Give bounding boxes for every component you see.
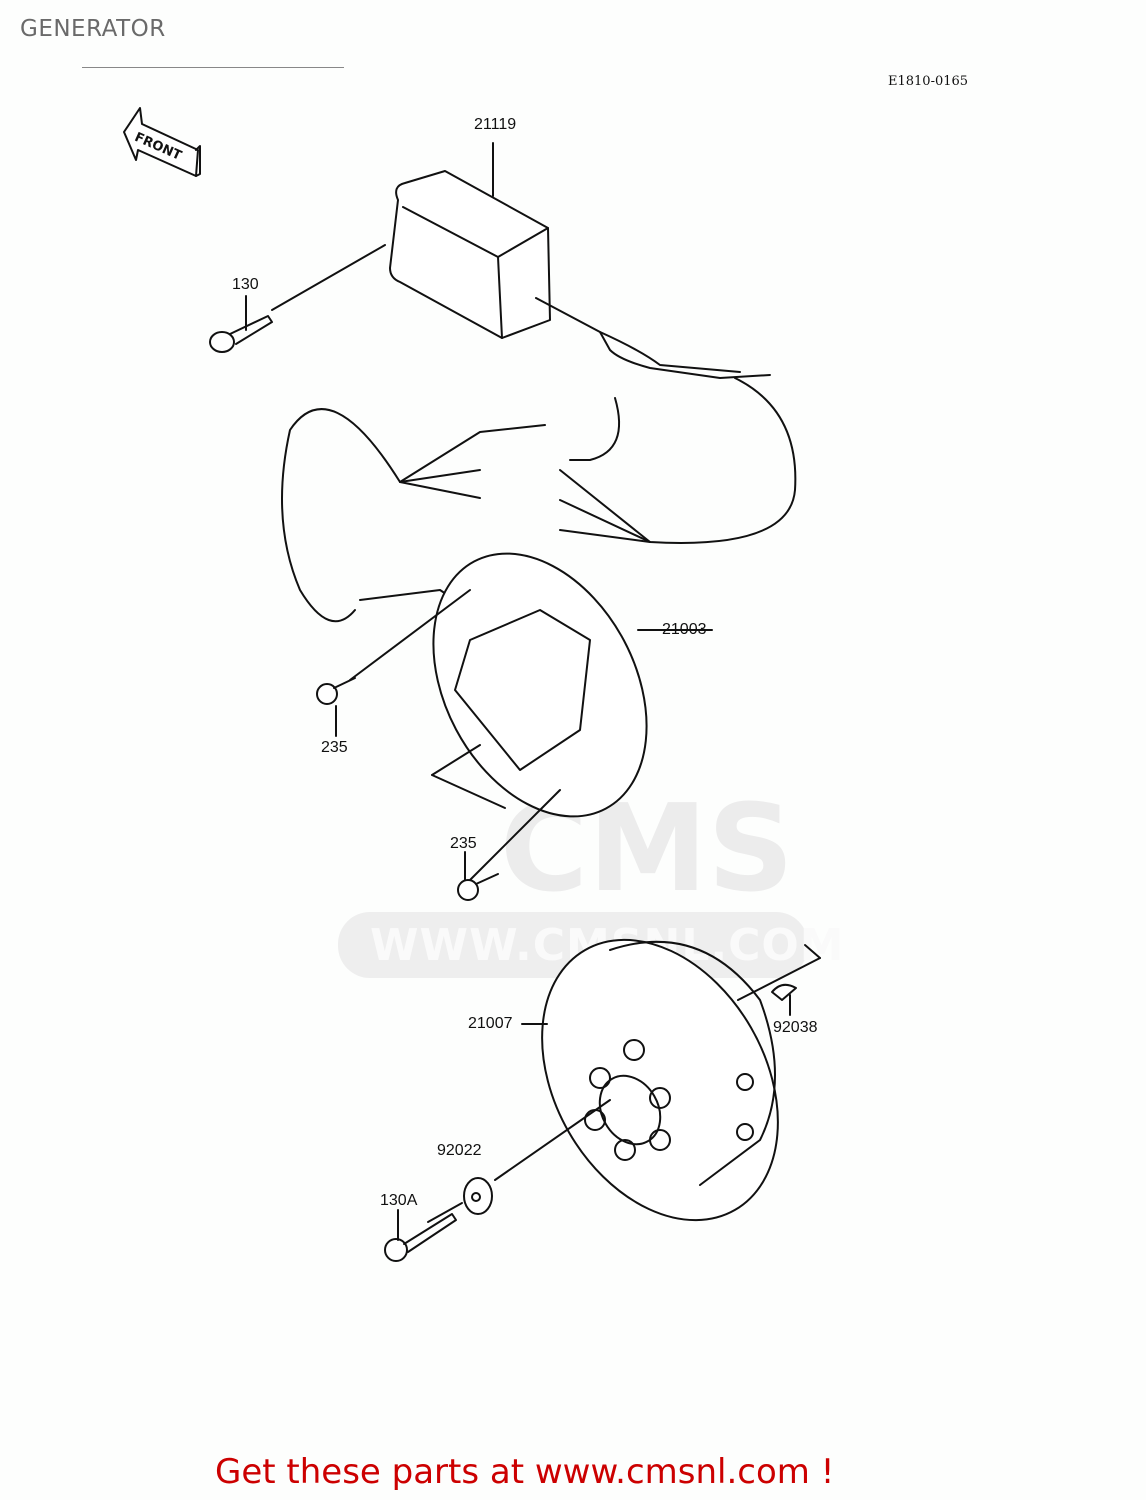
part-label-130a[interactable]: 130A [380, 1192, 418, 1209]
part-label-92022[interactable]: 92022 [437, 1142, 482, 1159]
part-label-21007[interactable]: 21007 [468, 1015, 513, 1032]
part-label-130[interactable]: 130 [232, 276, 259, 293]
front-arrow-icon [123, 107, 201, 177]
woodruff-key-92038-part [771, 983, 797, 1016]
rotor-part [494, 938, 821, 1222]
page-title: GENERATOR [20, 16, 166, 42]
part-label-21003[interactable]: 21003 [662, 621, 707, 638]
regulator-part [271, 142, 771, 379]
part-label-235-upper[interactable]: 235 [321, 739, 348, 756]
footer-cta-link[interactable]: Get these parts at www.cmsnl.com ! [215, 1452, 835, 1492]
part-label-92038[interactable]: 92038 [773, 1019, 818, 1036]
part-label-235-lower[interactable]: 235 [450, 835, 477, 852]
diagram-reference: E1810-0165 [888, 74, 969, 89]
stator-part [349, 552, 713, 881]
bolt-130-part [209, 295, 273, 353]
wiring-harness-part [281, 377, 797, 623]
screw-235-lower-part [457, 851, 499, 901]
bolt-130a-part [384, 1209, 457, 1262]
part-label-21119[interactable]: 21119 [474, 116, 517, 133]
screw-235-upper-part [316, 677, 356, 737]
divider [82, 67, 344, 68]
washer-92022-part [427, 1177, 493, 1223]
